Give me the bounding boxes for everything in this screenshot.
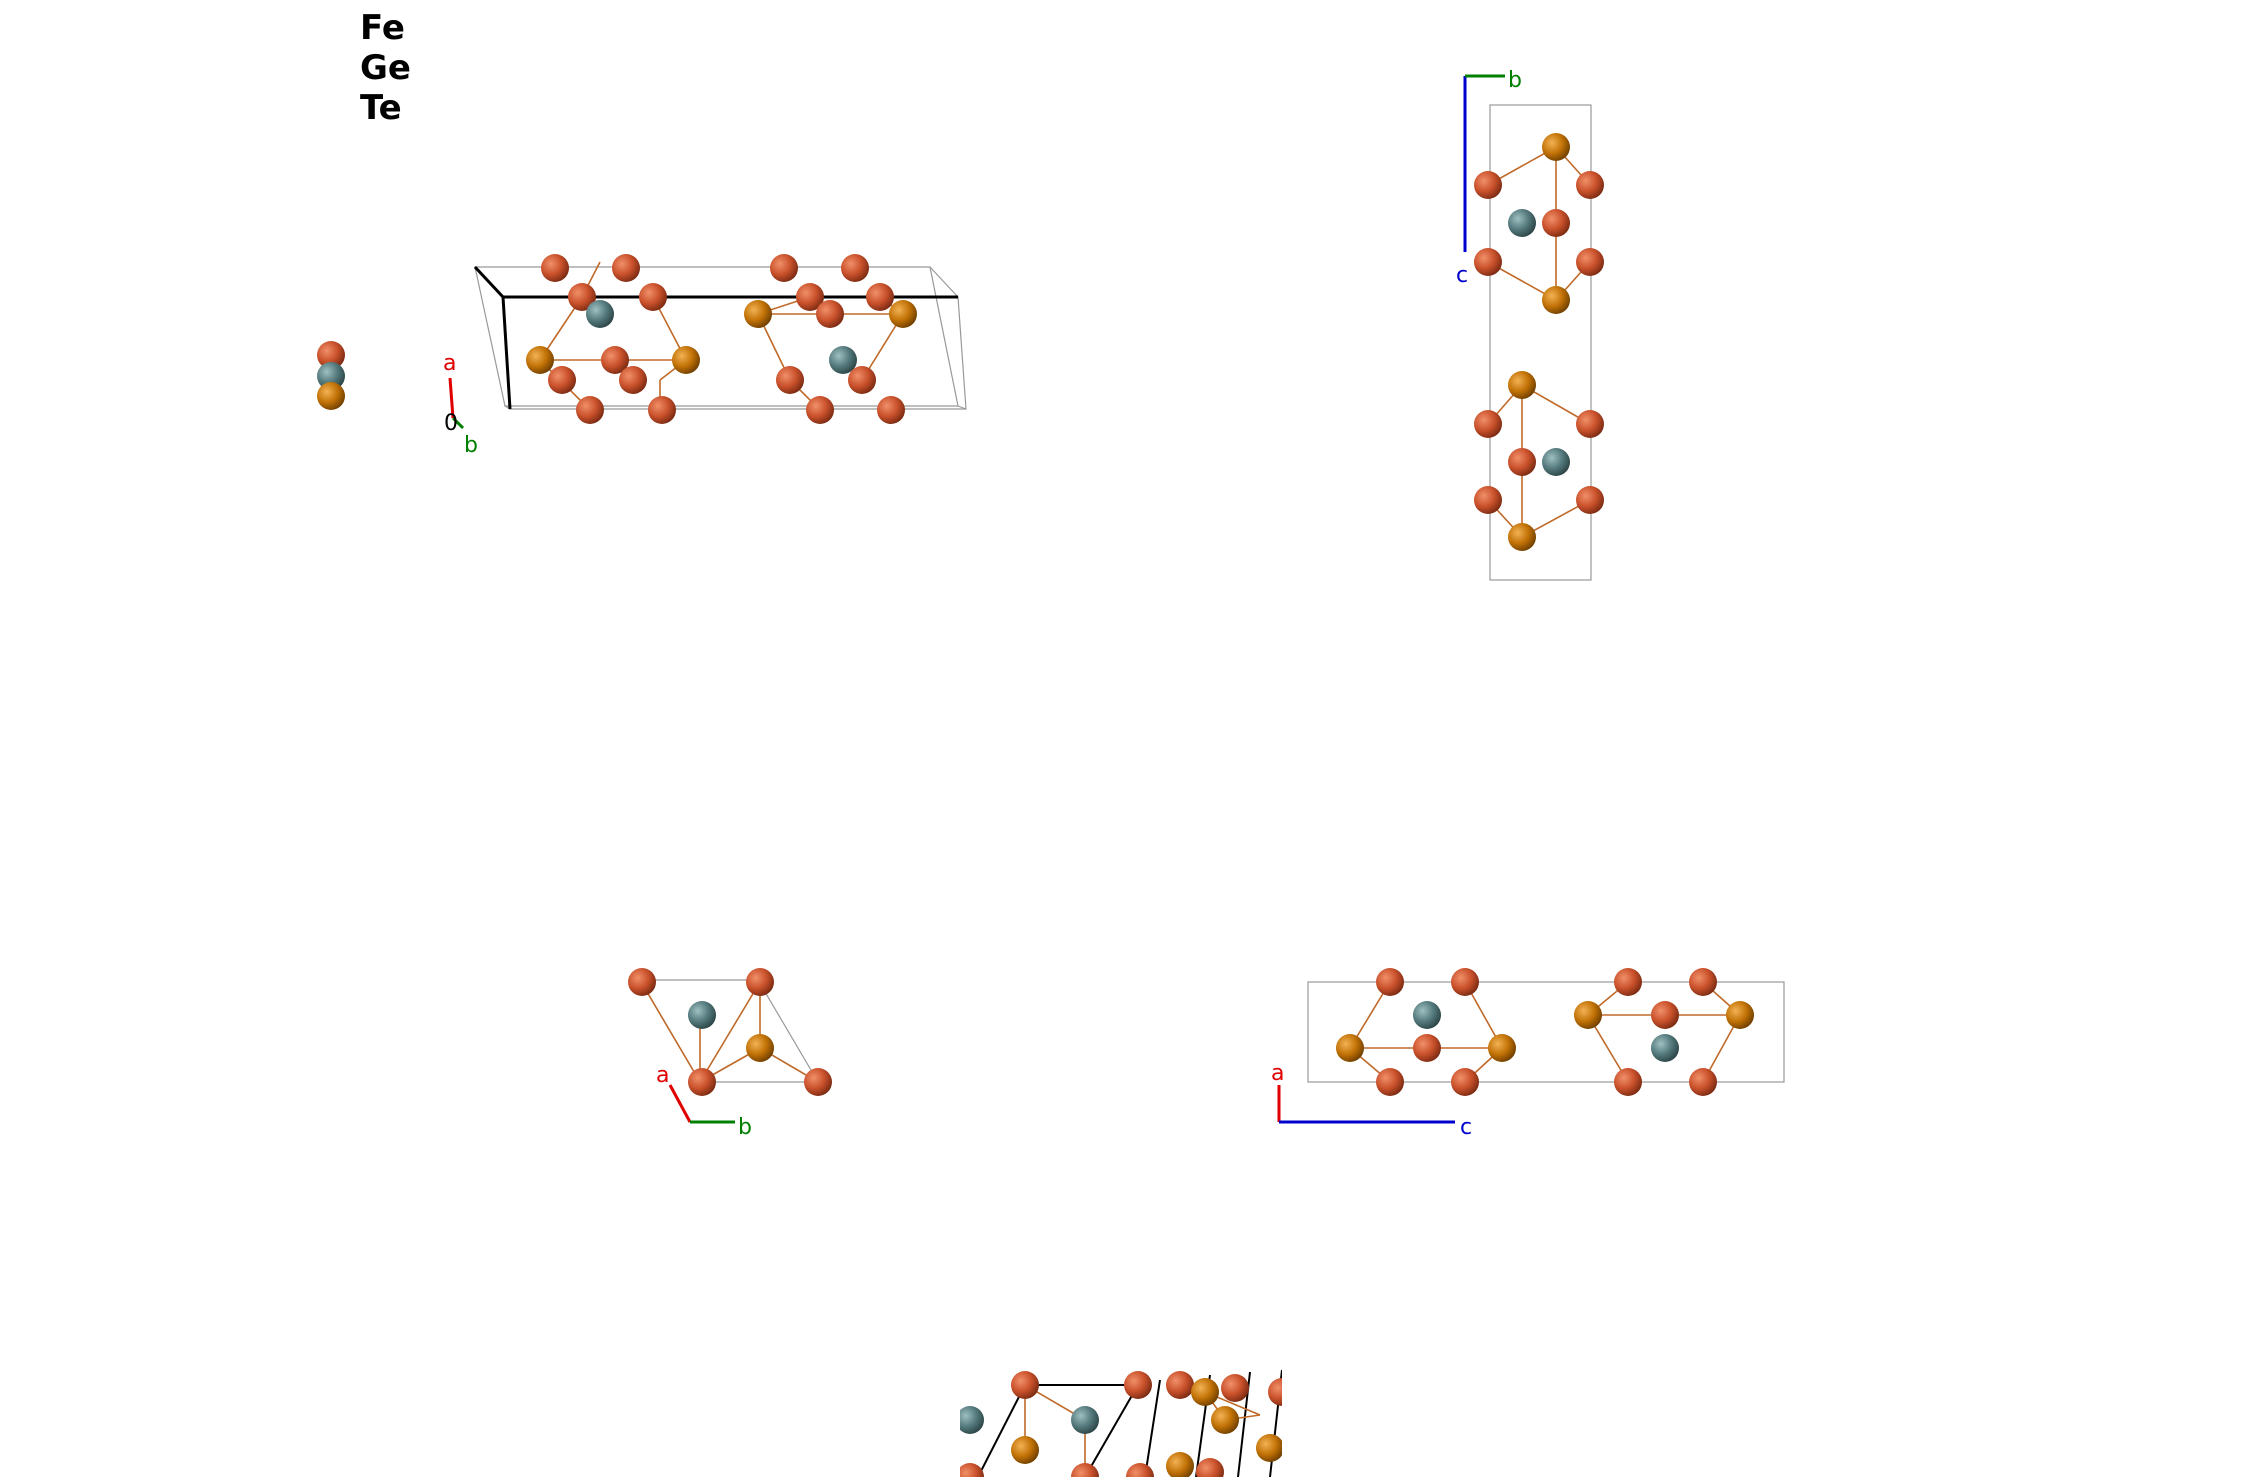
unit-cell-outline: [474, 266, 967, 410]
axis-label-b: b: [464, 433, 478, 458]
view-along-b: a c: [1271, 968, 1785, 1140]
view-along-a: b c: [1456, 68, 1604, 581]
axis-triad: a b: [656, 1063, 752, 1140]
bonds: [1349, 981, 1741, 1083]
axis-triad: a 0 b: [443, 351, 478, 458]
legend-ge: Ge: [360, 48, 411, 88]
atoms: [1474, 133, 1604, 551]
bonds: [539, 261, 904, 411]
axis-label-a: a: [656, 1063, 669, 1088]
unit-cell-outline: [1489, 104, 1592, 581]
axis-triad: b c: [1456, 68, 1522, 288]
axis-triad: a c: [1271, 1061, 1472, 1140]
axis-label-c: c: [1456, 263, 1468, 288]
atoms: [526, 254, 917, 424]
legend-te: Te: [360, 88, 402, 128]
edge-atoms: [317, 341, 345, 410]
axis-label-b: b: [1508, 68, 1522, 93]
bonds: [1487, 146, 1591, 538]
view-along-c: a b: [628, 968, 832, 1140]
supercell-view: [960, 1369, 1282, 1477]
axis-label-origin: 0: [444, 411, 458, 436]
axis-label-a: a: [1271, 1061, 1284, 1086]
perspective-view: a 0 b: [317, 254, 967, 458]
legend-fe: Fe: [360, 8, 405, 48]
axis-label-c: c: [1460, 1115, 1472, 1140]
axis-label-b: b: [738, 1115, 752, 1140]
unit-cell-outline: [1307, 981, 1785, 1083]
axis-label-a: a: [443, 351, 456, 376]
atoms: [1336, 968, 1754, 1096]
atoms: [628, 968, 832, 1096]
